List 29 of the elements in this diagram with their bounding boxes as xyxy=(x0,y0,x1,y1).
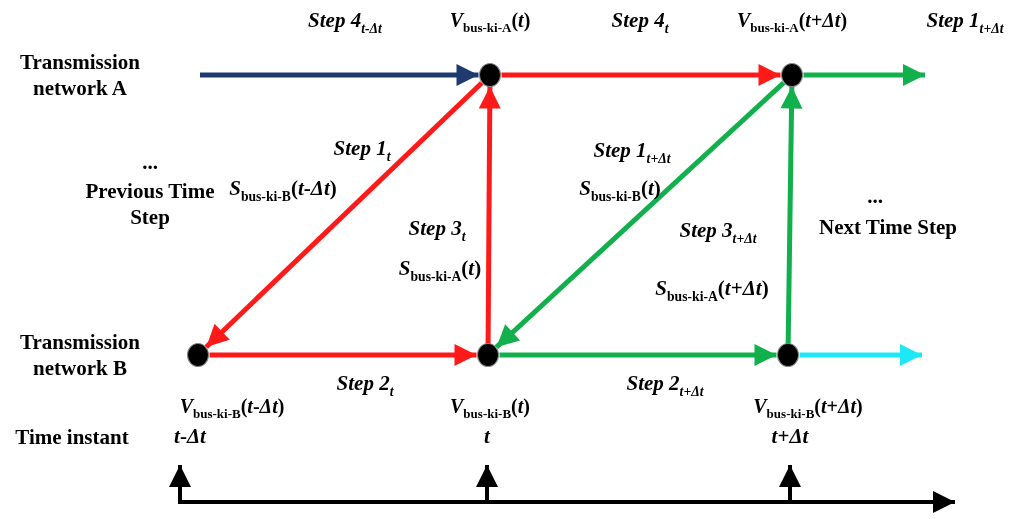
text-label: ... xyxy=(142,148,158,176)
text-label: t-Δt xyxy=(174,422,206,450)
text-label: Transmission network A xyxy=(19,48,141,102)
arrow xyxy=(780,86,803,344)
arrow xyxy=(204,81,484,349)
step-label: Step 1$_{t+Δt}$ xyxy=(926,7,1004,37)
text-label: Previous Time Step xyxy=(84,177,216,231)
step-label: Step 3$_{t+Δt}$ xyxy=(679,217,757,247)
text-label: Transmission network B xyxy=(19,328,141,382)
text-label: Time instant xyxy=(15,423,129,451)
step-label: Step 1$_{t}$ xyxy=(333,135,391,165)
step-label: Step 4$_{t}$ xyxy=(611,7,669,37)
arrow xyxy=(478,86,501,344)
step-label: Step 3$_{t}$ xyxy=(408,215,466,245)
text-label: t+Δt xyxy=(771,422,809,450)
step-label: Step 2$_{t}$ xyxy=(336,370,394,400)
arrow xyxy=(799,344,922,366)
arrow xyxy=(803,64,925,86)
text-label: ... xyxy=(867,182,883,210)
arrow xyxy=(494,80,786,350)
arrow xyxy=(499,344,777,366)
arrow xyxy=(200,64,479,86)
text-label: Next Time Step xyxy=(818,213,958,241)
arrow xyxy=(501,64,781,86)
text-label: t xyxy=(484,422,490,450)
arrow xyxy=(209,344,477,366)
step-label: Step 2$_{t+Δt}$ xyxy=(626,370,704,400)
step-label: Step 4$_{t-Δt}$ xyxy=(308,7,382,37)
step-label: Step 1$_{t+Δt}$ xyxy=(593,137,671,167)
